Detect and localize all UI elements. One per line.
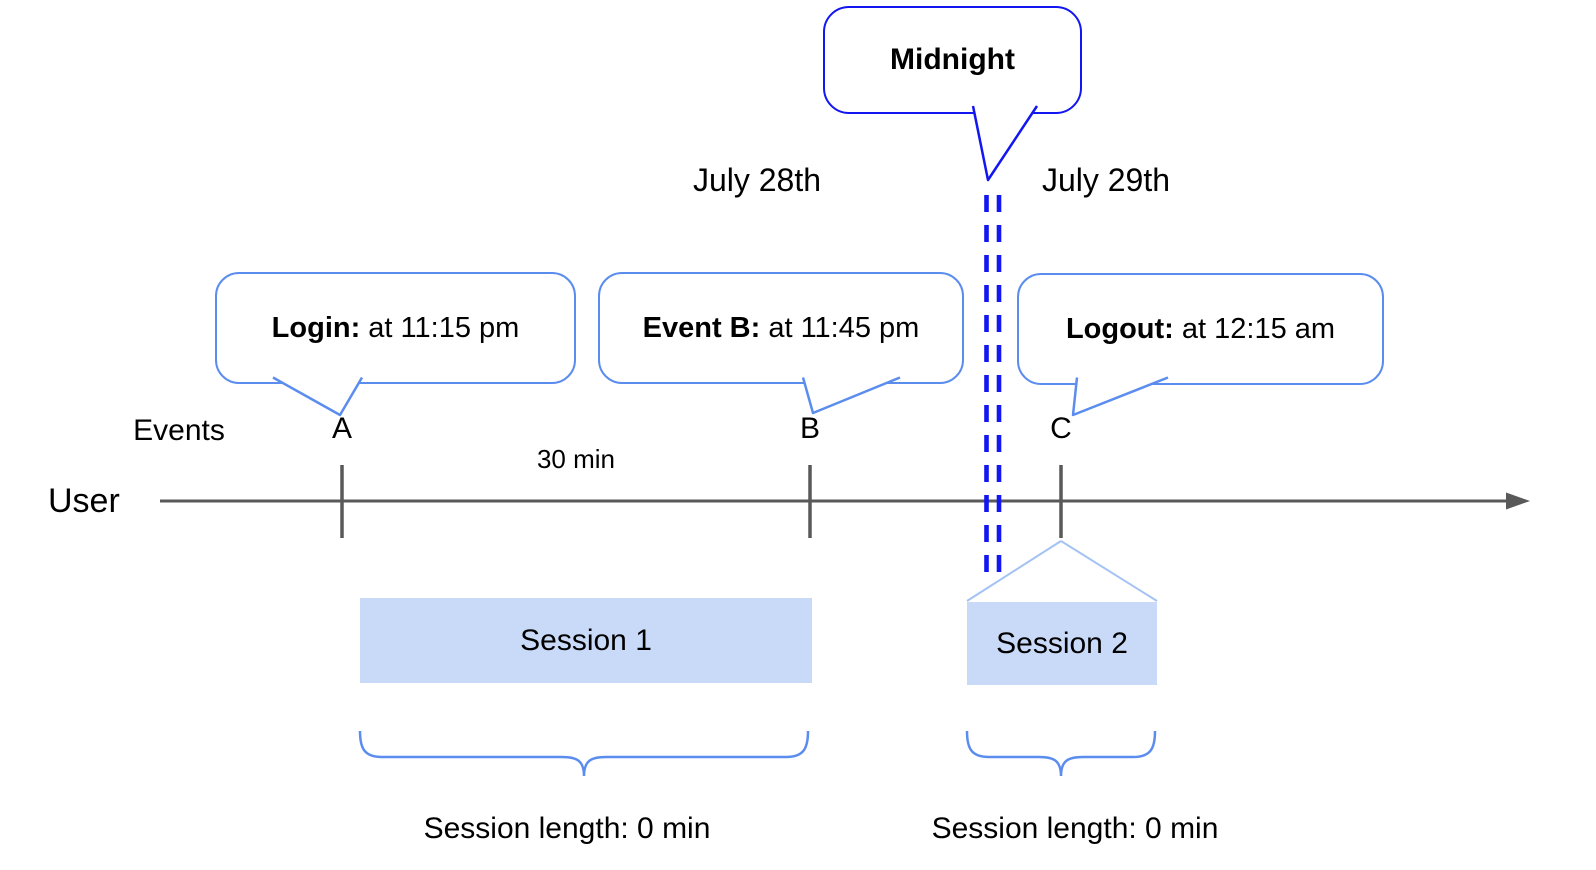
- interval-label-30-min: 30 min: [536, 444, 616, 474]
- session-1-brace: [358, 730, 810, 777]
- session-2-brace: [965, 730, 1157, 777]
- midnight-callout-tail: [971, 105, 1039, 182]
- event-b-callout: Event B: at 11:45 pm: [598, 272, 964, 384]
- logout-label-time: at 12:15 am: [1173, 312, 1336, 345]
- date-label-july-28: July 28th: [692, 162, 822, 198]
- user-row-label: User: [48, 482, 120, 520]
- login-label-time: at 11:15 pm: [360, 311, 520, 344]
- session-2-connector-right: [1060, 540, 1158, 602]
- session-2-label: Session 2: [996, 626, 1128, 660]
- session-1-label: Session 1: [520, 623, 652, 657]
- midnight-label: Midnight: [890, 43, 1015, 76]
- event-mark-c: C: [1050, 412, 1072, 445]
- logout-callout: Logout: at 12:15 am: [1017, 273, 1384, 385]
- midnight-callout: Midnight: [823, 6, 1082, 114]
- session-2-box: Session 2: [967, 602, 1157, 685]
- event-b-label-time: at 11:45 pm: [760, 311, 920, 344]
- event-mark-a: A: [331, 412, 353, 445]
- events-row-label: Events: [133, 414, 225, 447]
- logout-label-bold: Logout:: [1065, 312, 1174, 345]
- session-2-connector-left: [966, 540, 1062, 602]
- session-2-length-label: Session length: 0 min: [931, 812, 1219, 845]
- login-callout: Login: at 11:15 pm: [215, 272, 576, 384]
- event-mark-b: B: [799, 412, 821, 445]
- session-1-length-label: Session length: 0 min: [423, 812, 711, 845]
- timeline-arrowhead-icon: [1506, 492, 1530, 510]
- date-label-july-29: July 29th: [1041, 162, 1171, 198]
- login-label-bold: Login:: [271, 311, 361, 344]
- event-b-label-bold: Event B:: [642, 311, 761, 344]
- session-1-box: Session 1: [360, 598, 812, 683]
